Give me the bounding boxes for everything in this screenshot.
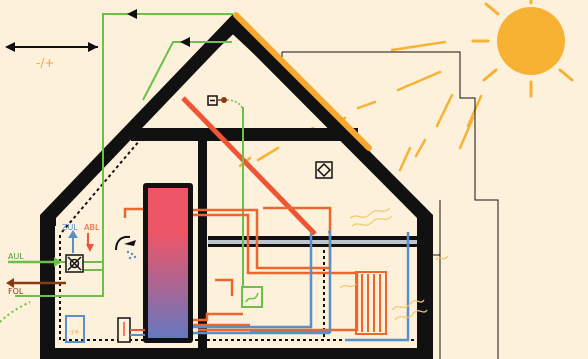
sun-icon bbox=[473, 0, 572, 96]
ventilation-unit-icon bbox=[66, 255, 83, 272]
ground-loop bbox=[0, 302, 30, 322]
switch-box bbox=[118, 318, 130, 342]
outdoor-air-label: AUL bbox=[8, 252, 24, 261]
tank-fill bbox=[148, 188, 188, 338]
inverter-sign-label: -/+ bbox=[69, 328, 80, 336]
exhaust-air-arrow bbox=[86, 233, 94, 252]
controller-icon bbox=[208, 96, 243, 112]
fan-icon bbox=[316, 162, 332, 178]
power-sign-label: -/+ bbox=[36, 56, 54, 70]
supply-air-label: ZUL bbox=[62, 223, 78, 232]
power-arrow-icon bbox=[5, 42, 98, 52]
heat-pump-icon bbox=[242, 287, 262, 307]
exhaust-air-label: ABL bbox=[84, 223, 100, 232]
outgoing-air-label: FOL bbox=[8, 287, 24, 296]
shower-icon bbox=[116, 237, 136, 259]
supply-air-arrow bbox=[68, 230, 78, 253]
radiator-icon bbox=[356, 272, 386, 334]
